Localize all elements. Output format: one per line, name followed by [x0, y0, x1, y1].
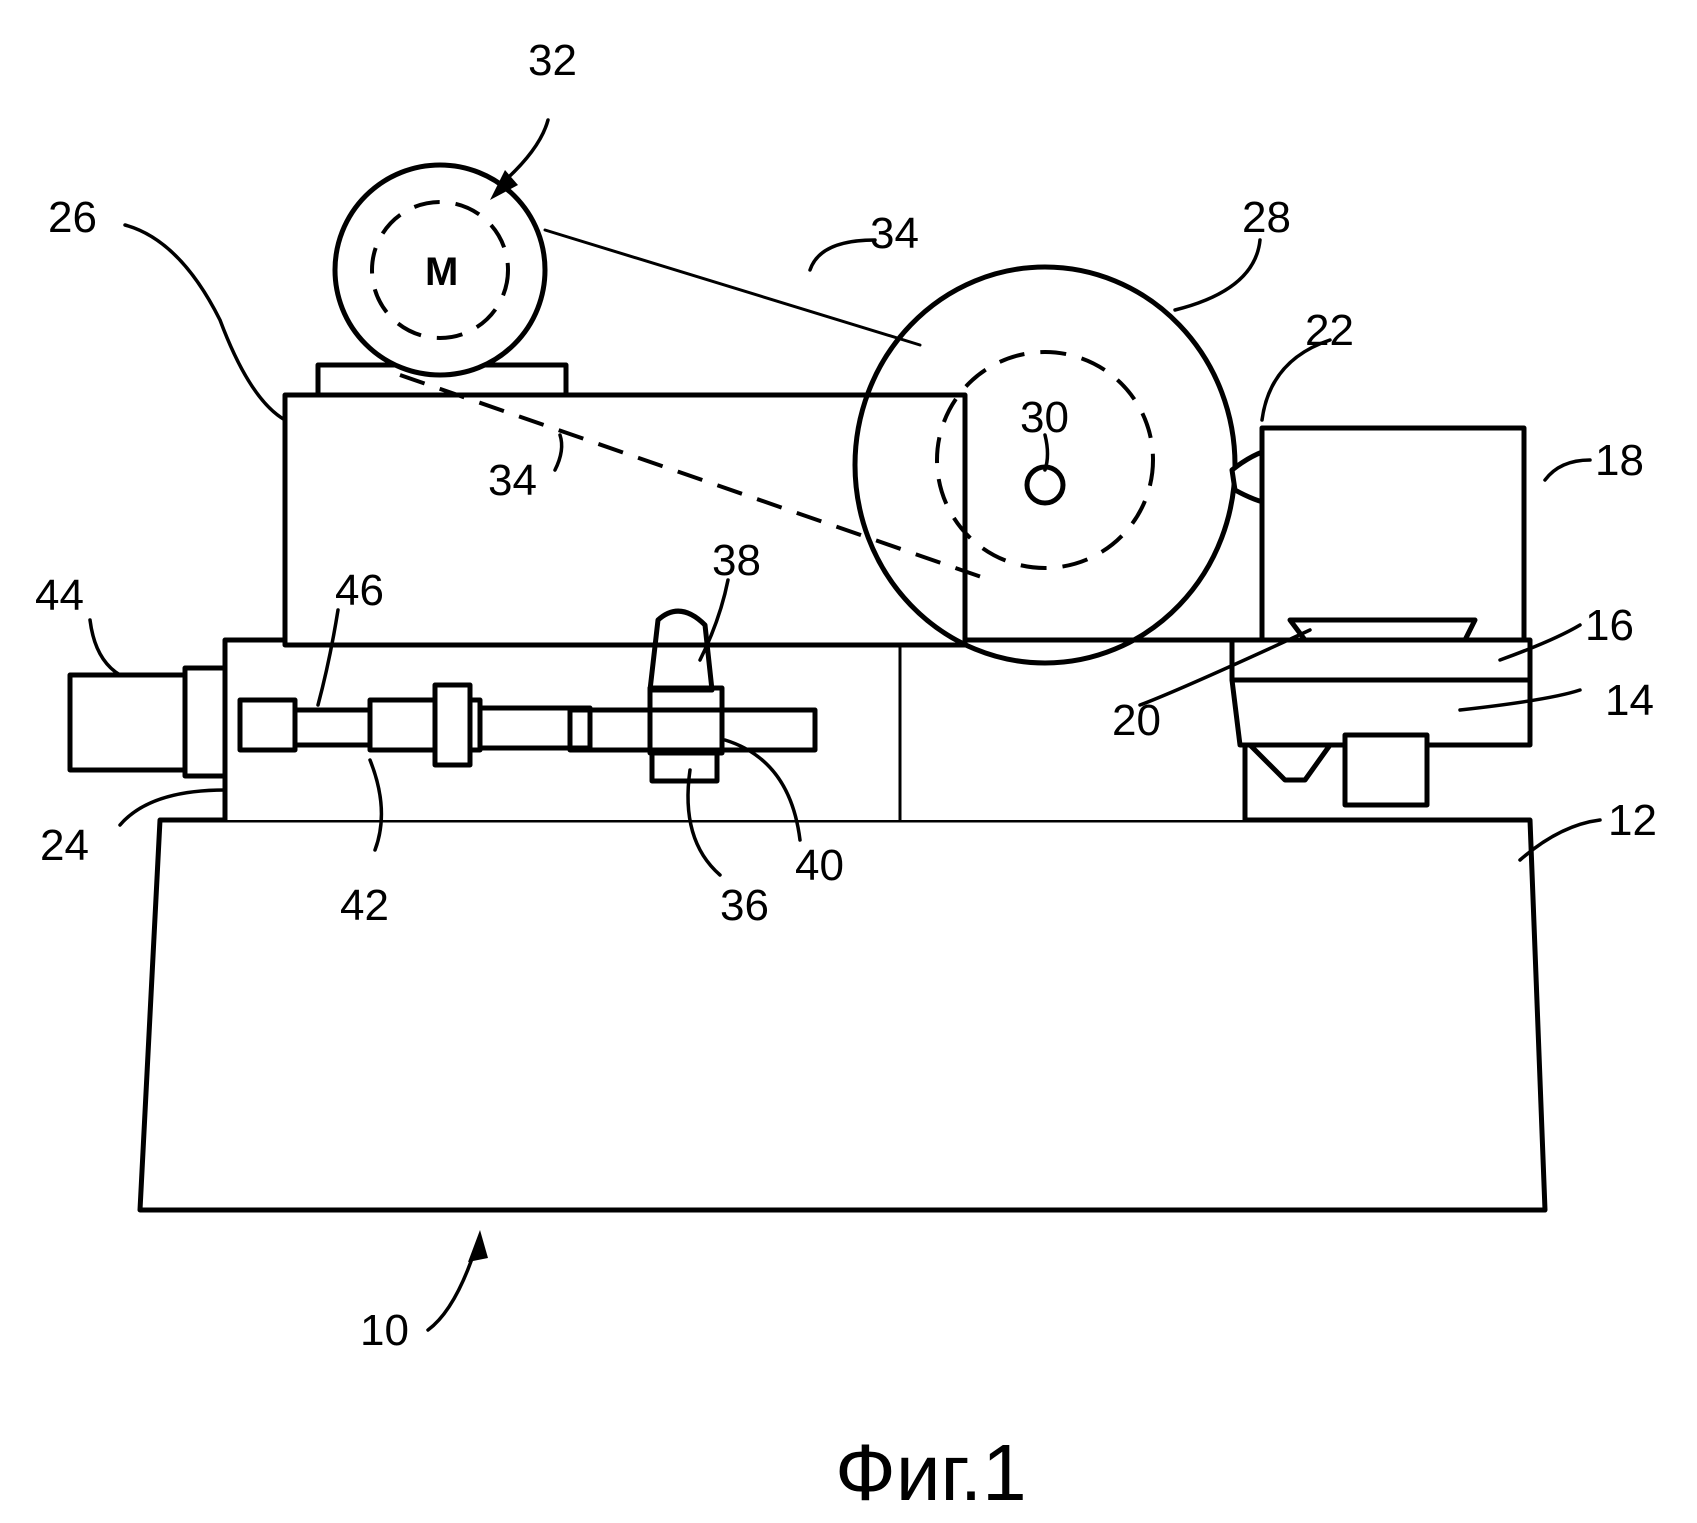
label-26: 26 [48, 193, 97, 242]
leader-28 [1173, 238, 1262, 312]
leader-44 [88, 618, 122, 677]
figure-caption: Фиг.1 [835, 1428, 1027, 1517]
wheel-spindle-30 [1024, 464, 1066, 506]
leader-42 [368, 758, 384, 852]
label-24: 24 [40, 821, 89, 870]
label-16: 16 [1585, 601, 1634, 650]
screw-40 [567, 707, 818, 753]
leader-14 [1458, 688, 1582, 712]
label-44: 44 [35, 571, 84, 620]
arrow-10 [468, 1230, 488, 1262]
leader-16 [1498, 623, 1582, 662]
table-16 [1229, 637, 1533, 683]
label-14: 14 [1605, 676, 1654, 725]
leader-20 [1138, 628, 1312, 707]
label-38: 38 [712, 536, 761, 585]
nut-36 [649, 750, 720, 784]
leader-30 [1043, 433, 1050, 472]
label-32: 32 [528, 36, 577, 85]
carriage-14 [1229, 677, 1533, 748]
motor-symbol: M [425, 250, 458, 294]
label-20: 20 [1112, 696, 1161, 745]
leader-24 [118, 788, 227, 827]
motor-pulley [332, 162, 548, 378]
handwheel-flange [182, 665, 228, 779]
leader-36 [686, 768, 722, 877]
coupling-46 [237, 697, 298, 753]
leader-38 [698, 578, 730, 662]
label-10: 10 [360, 1306, 409, 1355]
leader-12 [1518, 818, 1602, 862]
label-42: 42 [340, 881, 389, 930]
leader-34a [808, 238, 877, 272]
guide-block [1342, 732, 1430, 808]
label-36: 36 [720, 881, 769, 930]
motor-inner-dashed [370, 200, 510, 340]
bearing-collar [432, 682, 473, 768]
handwheel-44 [67, 672, 188, 773]
label-28: 28 [1242, 193, 1291, 242]
leader-40 [723, 738, 802, 842]
dovetail [1247, 742, 1333, 783]
label-34-lower: 34 [488, 456, 537, 505]
belt-upper [543, 228, 922, 347]
wheel-head-housing [282, 392, 968, 648]
label-34-upper: 34 [870, 209, 919, 258]
leader-10 [426, 1248, 477, 1332]
workpiece-20 [1287, 617, 1478, 643]
shaft-end [477, 705, 593, 751]
belt-lower-dashed [399, 373, 991, 582]
bracket-38 [647, 608, 715, 693]
shaft [292, 707, 373, 748]
leader-18 [1543, 458, 1592, 482]
leader-22 [1260, 338, 1332, 422]
leader-34b [553, 433, 564, 472]
label-46: 46 [335, 566, 384, 615]
label-22: 22 [1305, 306, 1354, 355]
leader-46 [316, 608, 340, 707]
wheel-pulley-dashed [935, 350, 1155, 570]
label-40: 40 [795, 841, 844, 890]
label-12: 12 [1608, 796, 1657, 845]
label-30: 30 [1020, 393, 1069, 442]
arrow-32 [490, 170, 518, 200]
leader-26 [123, 223, 287, 422]
label-18: 18 [1595, 436, 1644, 485]
